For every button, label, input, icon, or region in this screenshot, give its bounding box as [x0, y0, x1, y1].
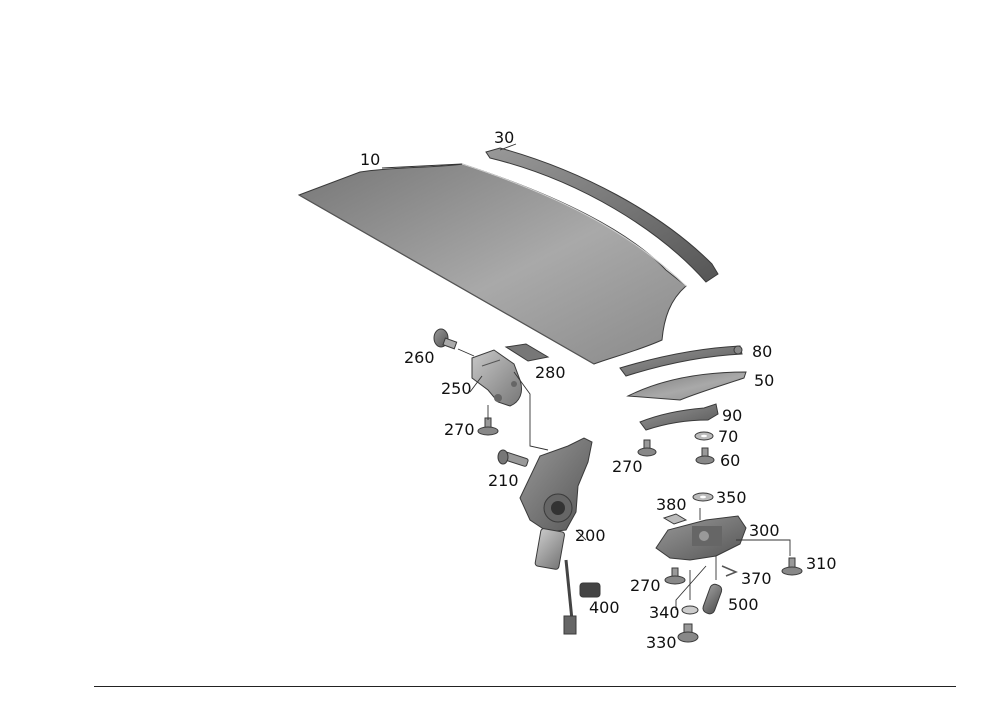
callout-270-b: 270 [612, 457, 643, 476]
callout-70: 70 [718, 427, 738, 446]
footer-rule [94, 686, 956, 687]
part-400-clip [579, 582, 601, 598]
callout-270-a: 270 [444, 420, 475, 439]
part-280-pad [504, 343, 550, 362]
part-350-washer [692, 492, 714, 502]
part-70-washer [694, 431, 714, 441]
callout-270-c: 270 [630, 576, 661, 595]
callout-50: 50 [754, 371, 774, 390]
part-330-bolt [677, 623, 699, 643]
callout-200: 200 [575, 526, 606, 545]
callout-210: 210 [488, 471, 519, 490]
callout-310: 310 [806, 554, 837, 573]
part-270-bolt-b [477, 417, 499, 436]
part-310-bolt [781, 557, 803, 576]
callout-380: 380 [656, 495, 687, 514]
callout-30: 30 [494, 128, 514, 147]
part-60-bolt [695, 447, 715, 465]
callout-10: 10 [360, 150, 380, 169]
part-250-bracket [471, 349, 523, 407]
callout-340: 340 [649, 603, 680, 622]
callout-370: 370 [741, 569, 772, 588]
callout-250: 250 [441, 379, 472, 398]
part-500-actuator [702, 583, 723, 615]
callout-300: 300 [749, 521, 780, 540]
callout-500: 500 [728, 595, 759, 614]
part-270-bolt-a [637, 439, 657, 457]
leader-lines [381, 143, 791, 610]
part-340-washer [681, 605, 699, 615]
callout-280: 280 [535, 363, 566, 382]
callout-90: 90 [722, 406, 742, 425]
callout-330: 330 [646, 633, 677, 652]
part-380-plate [662, 513, 688, 525]
part-200-regulator-motor [519, 437, 593, 635]
part-300-latch-assembly [655, 515, 747, 561]
part-370-spring-clip [721, 565, 738, 577]
callout-labels: 10 30 80 50 260 280 250 90 70 270 270 60… [360, 128, 837, 652]
part-80-lower-seal [619, 345, 743, 377]
part-260-bolt [433, 328, 458, 350]
part-210-screw [497, 449, 529, 467]
callout-60: 60 [720, 451, 740, 470]
callout-350: 350 [716, 488, 747, 507]
callout-80: 80 [752, 342, 772, 361]
part-270-bolt-c [664, 567, 686, 585]
callout-260: 260 [404, 348, 435, 367]
callout-400: 400 [589, 598, 620, 617]
part-30-upper-seal [485, 147, 719, 283]
part-10-window-glass [297, 163, 687, 365]
part-90-guide-bracket [639, 403, 719, 431]
part-50-quarter-glass [626, 371, 747, 401]
